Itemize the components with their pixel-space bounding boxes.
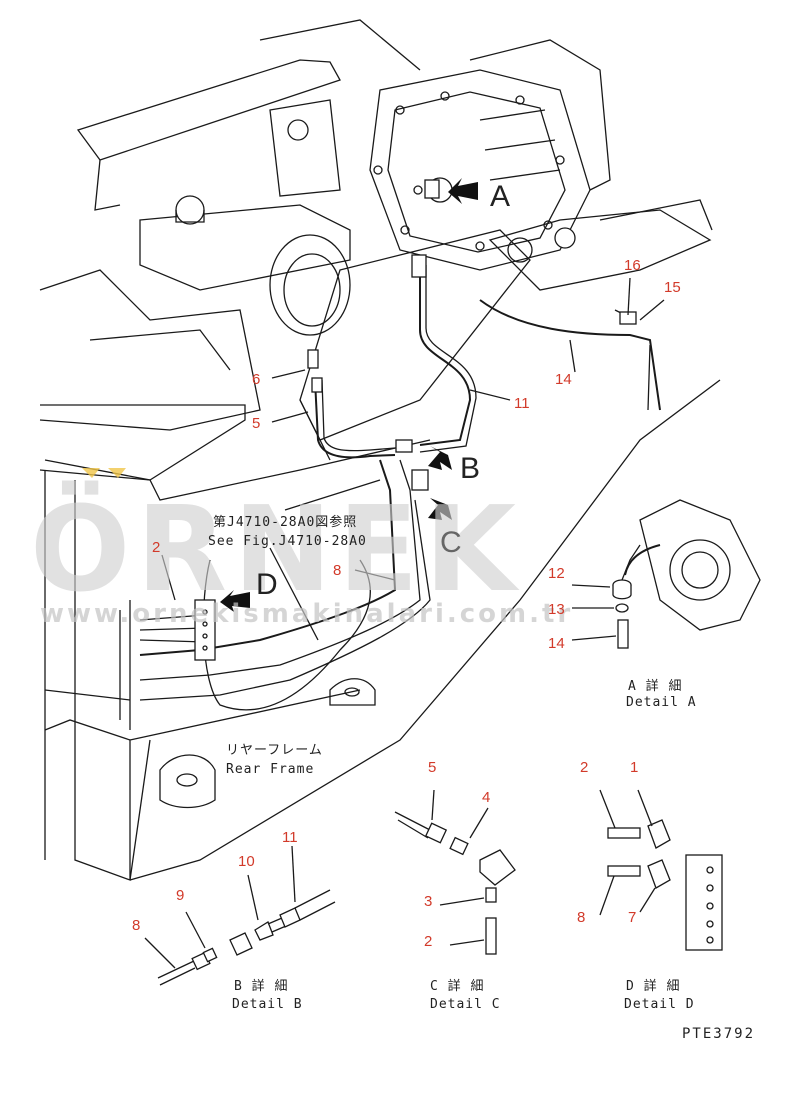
- detail-b-title-en: Detail B: [232, 997, 303, 1012]
- watermark-url: www.ornekismakinalari.com.tr: [40, 599, 573, 629]
- view-letter-a: A: [490, 180, 510, 213]
- reference-note-en: See Fig.J4710-28A0: [208, 534, 367, 549]
- detail-d-callout-1: 1: [630, 759, 638, 776]
- drawing-code: PTE3792: [682, 1026, 755, 1042]
- detail-c-callout-3: 3: [424, 893, 432, 910]
- view-letter-d: D: [256, 568, 278, 601]
- detail-d-parts: [599, 789, 723, 951]
- detail-b-callout-9: 9: [176, 887, 184, 904]
- reference-note-jp: 第J4710-28A0図参照: [213, 514, 357, 530]
- detail-a-title-en: Detail A: [626, 695, 697, 710]
- detail-a-parts: [571, 544, 661, 649]
- detail-c-parts: [394, 789, 516, 955]
- view-letter-b: B: [460, 452, 480, 485]
- callout-5: 5: [252, 415, 260, 432]
- callout-11: 11: [514, 395, 530, 412]
- detail-d-callout-7: 7: [628, 909, 636, 926]
- detail-c-title-en: Detail C: [430, 997, 501, 1012]
- callout-8: 8: [333, 562, 341, 579]
- detail-b-parts: [144, 845, 336, 986]
- view-arrows: [220, 178, 478, 612]
- detail-b-callout-8: 8: [132, 917, 140, 934]
- watermark-brand: ÖRNEK: [30, 480, 522, 618]
- detail-b-callout-10: 10: [238, 853, 255, 870]
- detail-c-callout-2: 2: [424, 933, 432, 950]
- detail-a-title-jp: A 詳 細: [628, 678, 682, 694]
- detail-b-callout-11: 11: [282, 829, 298, 846]
- callout-15: 15: [664, 279, 681, 296]
- callout-2: 2: [152, 539, 160, 556]
- callout-16: 16: [624, 257, 641, 274]
- detail-d-title-en: Detail D: [624, 997, 695, 1012]
- callout-6: 6: [252, 371, 260, 388]
- rear-frame-label-jp: リヤーフレーム: [226, 743, 323, 758]
- watermark: ÖRNEK www.ornekismakinalari.com.tr: [30, 468, 573, 629]
- callout-14: 14: [555, 371, 572, 388]
- detail-c-callout-5: 5: [428, 759, 436, 776]
- watermark-dots-icon: [82, 468, 126, 478]
- detail-a-callout-14: 14: [548, 635, 565, 652]
- detail-c-callout-4: 4: [482, 789, 490, 806]
- detail-a-callout-12: 12: [548, 565, 565, 582]
- detail-d-callout-8: 8: [577, 909, 585, 926]
- view-letter-c: C: [440, 526, 462, 559]
- hose-routing: [119, 179, 665, 730]
- detail-d-callout-2: 2: [580, 759, 588, 776]
- detail-d-title-jp: D 詳 細: [626, 978, 680, 994]
- detail-b-title-jp: B 詳 細: [234, 978, 288, 994]
- detail-c-title-jp: C 詳 細: [430, 978, 484, 994]
- frame-linework: [39, 19, 761, 881]
- rear-frame-label-en: Rear Frame: [226, 762, 314, 777]
- detail-a-callout-13: 13: [548, 601, 565, 618]
